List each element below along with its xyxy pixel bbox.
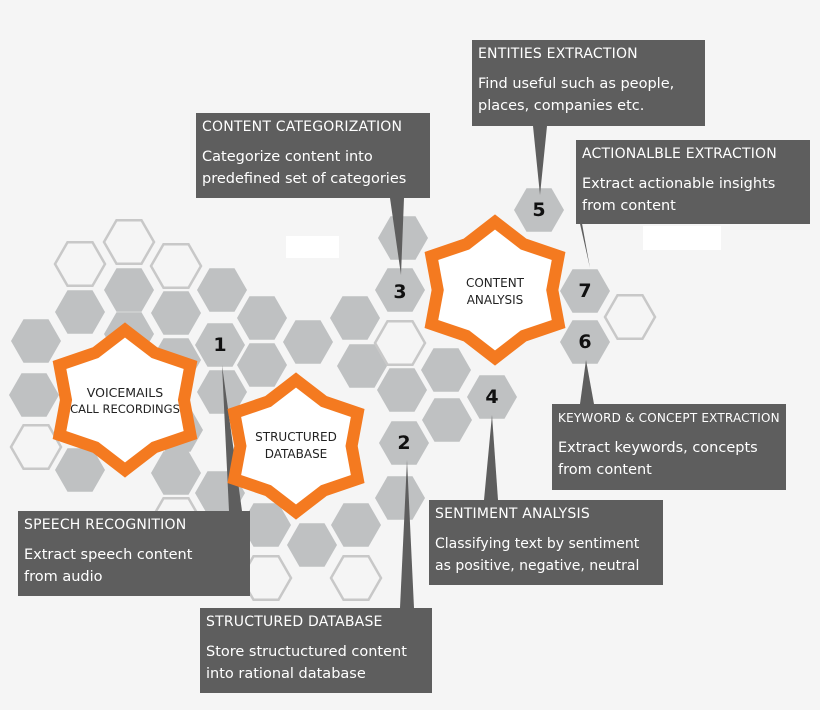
- step-number-4: 4: [485, 386, 499, 408]
- callout-description-line: Find useful such as people,: [478, 76, 675, 92]
- hexagon-tile: [514, 188, 564, 232]
- callout-description-line: into rational database: [206, 666, 366, 682]
- hub-gears: [52, 214, 566, 520]
- callout-actionable-extraction: ACTIONALBLE EXTRACTION Extract actionabl…: [576, 140, 810, 224]
- hexagon-tile: [379, 421, 429, 465]
- callout-description-line: Extract speech content: [24, 547, 193, 563]
- callout-description-line: predefined set of categories: [202, 171, 407, 187]
- hexagon-outline-tile: [329, 555, 383, 601]
- callout-pointer: [390, 198, 404, 275]
- hexagon-tile: [237, 343, 287, 387]
- hexagon-tile: [375, 268, 425, 312]
- hexagon-tile: [104, 268, 154, 312]
- hexagon-tile: [378, 216, 428, 260]
- hexagon-tile: [195, 323, 245, 367]
- callout-description: Categorize content into predefined set o…: [202, 146, 424, 190]
- hub-gear-content: [424, 214, 566, 366]
- hexagon-tile: [11, 319, 61, 363]
- hexagon-outline-tile: [373, 320, 427, 366]
- hub-label-line: CALL RECORDINGS: [70, 402, 180, 416]
- callout-content-categorization: CONTENT CATEGORIZATION Categorize conten…: [196, 113, 430, 198]
- callout-keyword-concept-extraction: KEYWORD & CONCEPT EXTRACTION Extract key…: [552, 404, 786, 490]
- hexagon-outline-tile: [603, 294, 657, 340]
- hexagon-tile: [151, 451, 201, 495]
- callout-description: Extract speech content from audio: [24, 544, 244, 588]
- hexagon-tile: [331, 503, 381, 547]
- step-number-3: 3: [393, 281, 407, 303]
- callout-description-line: places, companies etc.: [478, 98, 645, 114]
- hexagon-tile: [241, 503, 291, 547]
- decorative-block: [286, 236, 339, 258]
- hub-gear-voicemails: [52, 322, 198, 478]
- callout-description-line: Extract keywords, concepts: [558, 440, 758, 456]
- callout-description-line: Categorize content into: [202, 149, 373, 165]
- hexagon-tile: [55, 448, 105, 492]
- hexagon-tile: [330, 296, 380, 340]
- decorative-block: [643, 226, 721, 250]
- callout-description-line: from audio: [24, 569, 103, 585]
- callout-pointer: [400, 460, 414, 608]
- callout-sentiment-analysis: SENTIMENT ANALYSIS Classifying text by s…: [429, 500, 663, 585]
- hexagon-outline-tile: [149, 243, 203, 289]
- hexagon-tile: [560, 269, 610, 313]
- callout-description-line: from content: [582, 198, 676, 214]
- hexagon-tile: [55, 290, 105, 334]
- hexagon-outline-tile: [102, 219, 156, 265]
- hexagon-tile: [421, 348, 471, 392]
- callout-title: ENTITIES EXTRACTION: [478, 46, 638, 62]
- callout-speech-recognition: SPEECH RECOGNITION Extract speech conten…: [18, 511, 250, 596]
- step-number-7: 7: [578, 280, 592, 302]
- hexagon-tile: [467, 375, 517, 419]
- hub-label-line: ANALYSIS: [466, 293, 524, 307]
- callout-title: CONTENT CATEGORIZATION: [202, 119, 403, 135]
- hub-gear-structured: [227, 372, 365, 520]
- hexagon-tile: [9, 373, 59, 417]
- callout-structured-database: STRUCTURED DATABASE Store structuctured …: [200, 608, 432, 693]
- callout-description: Classifying text by sentiment as positiv…: [435, 533, 657, 577]
- hexagon-tile: [560, 320, 610, 364]
- hexagon-tile: [237, 296, 287, 340]
- callout-title: SENTIMENT ANALYSIS: [435, 506, 590, 522]
- hexagon-outline-tile: [9, 424, 63, 470]
- hub-label-voicemails: VOICEMAILS CALL RECORDINGS: [70, 384, 180, 418]
- hexagon-outline-tile: [53, 241, 107, 287]
- callout-description-line: from content: [558, 462, 652, 478]
- callout-title: KEYWORD & CONCEPT EXTRACTION: [558, 411, 780, 425]
- callout-description-line: Store structuctured content: [206, 644, 407, 660]
- callout-title: SPEECH RECOGNITION: [24, 517, 187, 533]
- hexagon-tile: [337, 344, 387, 388]
- callout-description: Find useful such as people, places, comp…: [478, 73, 699, 117]
- step-number-6: 6: [578, 331, 592, 353]
- hub-label-line: STRUCTURED: [255, 430, 337, 444]
- callout-title: STRUCTURED DATABASE: [206, 614, 383, 630]
- step-number-5: 5: [532, 199, 546, 221]
- hexagon-tile: [197, 268, 247, 312]
- callout-description-line: Classifying text by sentiment: [435, 536, 640, 552]
- hexagon-tile: [287, 523, 337, 567]
- hub-label-line: VOICEMAILS: [86, 385, 164, 400]
- hexagon-tile: [422, 398, 472, 442]
- step-number-2: 2: [397, 432, 411, 454]
- callout-pointer: [580, 360, 594, 404]
- callout-description: Extract actionable insights from content: [582, 173, 804, 217]
- callout-pointer: [484, 415, 498, 500]
- hexagon-tile: [375, 476, 425, 520]
- callout-title: ACTIONALBLE EXTRACTION: [582, 146, 777, 162]
- callout-description: Extract keywords, concepts from content: [558, 437, 780, 481]
- hub-label-line: DATABASE: [264, 447, 328, 461]
- callout-description-line: Extract actionable insights: [582, 176, 776, 192]
- hexagon-tile: [151, 291, 201, 335]
- hub-label-structured: STRUCTURED DATABASE: [255, 429, 337, 463]
- hexagon-tile: [197, 370, 247, 414]
- callout-pointer: [533, 126, 547, 195]
- step-number-1: 1: [213, 334, 227, 356]
- callout-description: Store structuctured content into rationa…: [206, 641, 426, 685]
- hexagon-tile: [377, 368, 427, 412]
- hub-label-line: CONTENT: [465, 276, 525, 290]
- hub-label-content: CONTENT ANALYSIS: [466, 275, 524, 309]
- callout-description-line: as positive, negative, neutral: [435, 558, 640, 574]
- hexagon-tile: [283, 320, 333, 364]
- callout-entities-extraction: ENTITIES EXTRACTION Find useful such as …: [472, 40, 705, 126]
